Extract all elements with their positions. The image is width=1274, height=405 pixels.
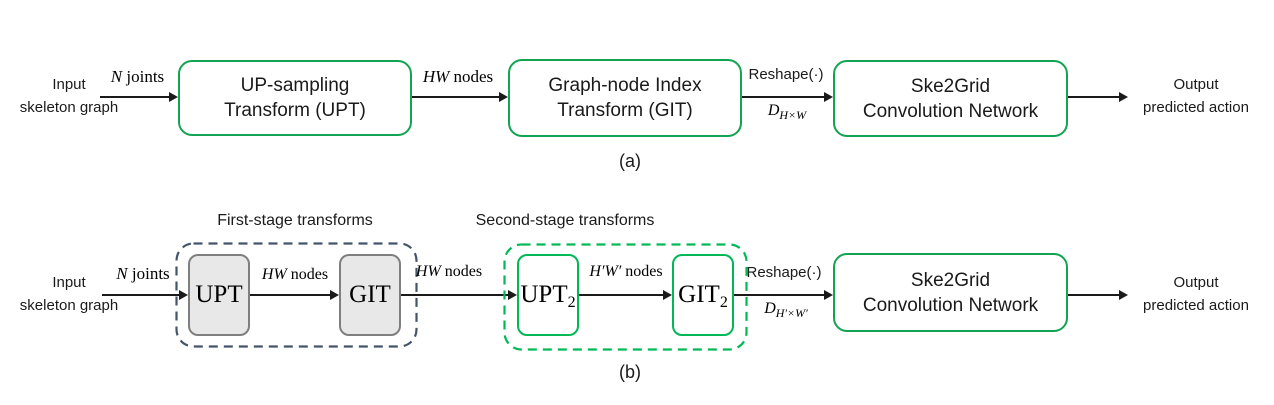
second-stage-label: Second-stage transforms bbox=[475, 212, 655, 229]
ske2grid-line2-b: Convolution Network bbox=[862, 294, 1039, 316]
input-label-b: Input skeleton graph bbox=[3, 271, 135, 317]
reshape-label-b: Reshape(·) bbox=[746, 264, 822, 281]
upt-line1-a: UP-sampling bbox=[240, 75, 350, 96]
input-label-a: Input skeleton graph bbox=[3, 73, 135, 119]
joints-word-a: joints bbox=[122, 67, 165, 86]
output-line2-b: predicted action bbox=[1143, 297, 1249, 314]
caption-a: (a) bbox=[619, 151, 641, 171]
d-tensor-label-b: DH′×W′ bbox=[738, 300, 834, 320]
second-stage-dashed-rect bbox=[503, 243, 748, 351]
n-joints-label-b: N joints bbox=[98, 264, 188, 284]
ske2grid-line2-a: Convolution Network bbox=[862, 100, 1039, 122]
arrow-ske2grid-to-output-b bbox=[1068, 290, 1128, 300]
n-joints-label-a: N joints bbox=[95, 67, 180, 87]
upt2-small-box: UPT2 bbox=[517, 254, 579, 336]
upt2-small-label: UPT2 bbox=[520, 281, 576, 311]
hw-var-a: HW bbox=[422, 67, 450, 86]
git-line2-a: Transform (GIT) bbox=[557, 100, 693, 121]
hw-var-mid: HW bbox=[415, 263, 441, 280]
first-stage-label: First-stage transforms bbox=[217, 212, 373, 229]
output-line1-b: Output bbox=[1173, 274, 1219, 291]
git-small-label: GIT bbox=[349, 281, 391, 308]
git-small-box: GIT bbox=[339, 254, 401, 336]
upt2-sub: 2 bbox=[567, 294, 576, 311]
ske2grid-line1-a: Ske2Grid bbox=[910, 75, 991, 97]
n-var-b: N bbox=[116, 264, 128, 283]
d-base-a: D bbox=[767, 102, 780, 119]
git2-base: GIT bbox=[678, 281, 720, 308]
n-var-a: N bbox=[110, 67, 123, 86]
ske2grid-line1-b: Ske2Grid bbox=[910, 269, 991, 291]
hw-var-inner: HW bbox=[261, 266, 287, 283]
arrow-ske2grid-to-output-a bbox=[1068, 92, 1128, 102]
input-line1-b: Input bbox=[52, 274, 86, 291]
upt2-base: UPT bbox=[520, 281, 568, 308]
arrow-input-to-upt-a bbox=[100, 92, 178, 102]
git2-small-box: GIT2 bbox=[672, 254, 734, 336]
git2-small-label: GIT2 bbox=[678, 281, 728, 311]
caption-b: (b) bbox=[619, 362, 641, 382]
d-sub-b: H′×W′ bbox=[775, 306, 808, 320]
input-line2-a: skeleton graph bbox=[19, 99, 119, 116]
output-label-b: Output predicted action bbox=[1126, 271, 1266, 317]
nodes-word-hpwp: nodes bbox=[621, 263, 663, 280]
input-line2-b: skeleton graph bbox=[19, 297, 119, 314]
hpwp-nodes-label: H′W′ nodes bbox=[570, 263, 682, 281]
arrow-git-to-ske2grid-a bbox=[742, 92, 833, 102]
second-stage-dashed-box bbox=[503, 243, 748, 351]
output-line2-a: predicted action bbox=[1143, 99, 1249, 116]
hw-nodes-inner-label: HW nodes bbox=[250, 266, 340, 284]
upt-line2-a: Transform (UPT) bbox=[224, 100, 366, 121]
hpwp-var: H′W′ bbox=[589, 263, 622, 280]
hw-nodes-mid-label: HW nodes bbox=[402, 263, 496, 281]
output-line1-a: Output bbox=[1173, 76, 1219, 93]
arrow-upt2-to-git2-b bbox=[579, 290, 672, 300]
hw-nodes-label-a: HW nodes bbox=[410, 67, 506, 87]
upt-small-box: UPT bbox=[188, 254, 250, 336]
reshape-label-a: Reshape(·) bbox=[748, 66, 824, 83]
arrow-input-to-stage1-b bbox=[102, 290, 188, 300]
nodes-word-a: nodes bbox=[449, 67, 494, 86]
d-base-b: D bbox=[764, 300, 776, 317]
d-sub-a: H×W bbox=[779, 108, 807, 122]
joints-word-b: joints bbox=[127, 264, 170, 283]
arrow-upt-to-git-a bbox=[412, 92, 508, 102]
input-line1-a: Input bbox=[52, 76, 86, 93]
nodes-word-mid: nodes bbox=[440, 263, 483, 280]
git-line1-a: Graph-node Index bbox=[548, 75, 702, 96]
arrow-stage2-to-ske2grid-b bbox=[734, 290, 833, 300]
arrow-stage1-to-stage2-b bbox=[401, 290, 517, 300]
git2-sub: 2 bbox=[719, 294, 728, 311]
output-label-a: Output predicted action bbox=[1126, 73, 1266, 119]
upt-small-label: UPT bbox=[195, 281, 243, 308]
nodes-word-inner: nodes bbox=[286, 266, 329, 283]
d-tensor-label-a: DH×W bbox=[742, 102, 832, 122]
arrow-upt-to-git-b bbox=[250, 290, 339, 300]
